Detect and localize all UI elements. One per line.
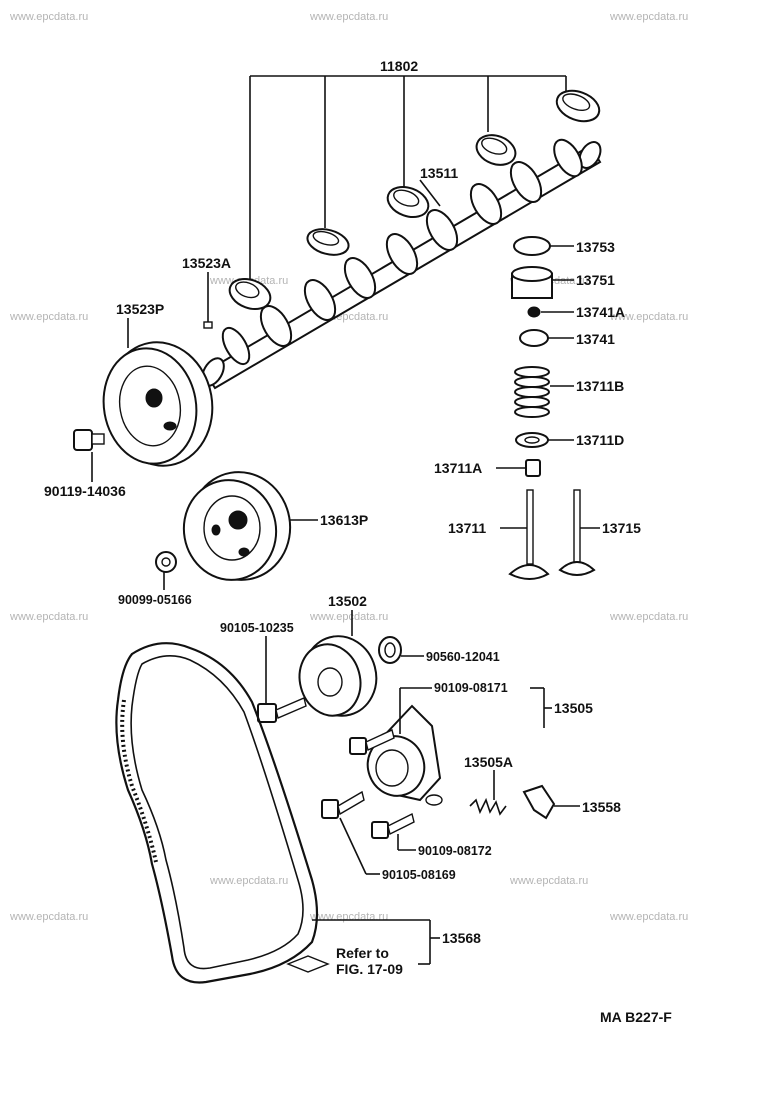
label-13505: 13505	[554, 700, 593, 716]
label-13558: 13558	[582, 799, 621, 815]
diagram-code: MA B227-F	[600, 1009, 672, 1025]
tensioner	[349, 704, 443, 806]
watermark: www.epcdata.ru	[9, 611, 88, 623]
nut-90099	[155, 551, 177, 573]
watermark: www.epcdata.ru	[309, 911, 388, 923]
watermark: www.epcdata.ru	[609, 11, 688, 23]
bearing-1	[555, 89, 601, 123]
watermark: www.epcdata.ru	[9, 911, 88, 923]
refer-note: Refer to FIG. 17-09	[286, 945, 403, 977]
watermark: www.epcdata.ru	[9, 11, 88, 23]
refer-line-1: Refer to	[336, 945, 389, 961]
bolt-90105-08169	[321, 790, 365, 819]
label-90105-08169: 90105-08169	[382, 868, 456, 882]
label-13505a: 13505A	[464, 754, 513, 770]
watermark: www.epcdata.ru	[209, 875, 288, 887]
camshaft	[201, 138, 602, 390]
label-13741: 13741	[576, 331, 615, 347]
label-13711: 13711	[448, 520, 486, 536]
bearing-3	[386, 186, 430, 218]
camshaft-bearings	[228, 89, 601, 310]
label-13741a: 13741A	[576, 304, 625, 320]
label-90119-14036: 90119-14036	[44, 483, 126, 499]
label-13523a: 13523A	[182, 255, 231, 271]
refer-line-2: FIG. 17-09	[336, 961, 403, 977]
bolt-90105-10235	[257, 697, 307, 723]
valve-train	[496, 236, 600, 580]
bearing-bracket-lines	[249, 75, 567, 288]
valve-spring	[514, 366, 550, 418]
crankshaft-pulley	[182, 471, 292, 581]
label-13711b: 13711B	[576, 378, 624, 394]
label-90109-08172: 90109-08172	[418, 844, 492, 858]
pin-13523a	[203, 321, 213, 329]
label-13751: 13751	[576, 272, 615, 288]
label-13502: 13502	[328, 593, 367, 609]
label-90109-08171: 90109-08171	[434, 681, 508, 695]
watermark: www.epcdata.ru	[309, 611, 388, 623]
watermark: www.epcdata.ru	[609, 611, 688, 623]
bearing-5	[228, 278, 272, 310]
label-13613p: 13613P	[320, 512, 368, 528]
bolt-90109-08172	[371, 812, 415, 839]
watermark: www.epcdata.ru	[609, 311, 688, 323]
label-11802: 11802	[380, 58, 418, 74]
camshaft-pulley	[102, 341, 214, 467]
idler-pulley	[298, 635, 378, 717]
watermark: www.epcdata.ru	[309, 11, 388, 23]
label-13711a: 13711A	[434, 460, 482, 476]
bearing-2	[475, 134, 517, 166]
label-13523p: 13523P	[116, 301, 164, 317]
watermark: www.epcdata.ru	[509, 875, 588, 887]
label-90105-10235: 90105-10235	[220, 621, 294, 635]
label-13715: 13715	[602, 520, 641, 536]
bracket-13558	[522, 784, 556, 820]
label-13753: 13753	[576, 239, 615, 255]
label-13511: 13511	[420, 165, 458, 181]
label-13711d: 13711D	[576, 432, 624, 448]
washer-90560	[378, 636, 402, 664]
label-13568: 13568	[442, 930, 481, 946]
label-90099-05166: 90099-05166	[118, 593, 192, 607]
timing-belt	[115, 642, 319, 984]
bearing-4	[306, 228, 350, 256]
watermark: www.epcdata.ru	[609, 911, 688, 923]
tensioner-spring	[469, 797, 507, 816]
label-90560-12041: 90560-12041	[426, 650, 500, 664]
bolt-90119	[73, 429, 105, 451]
watermark: www.epcdata.ru	[9, 311, 88, 323]
watermarks: www.epcdata.ru www.epcdata.ru www.epcdat…	[9, 11, 688, 923]
